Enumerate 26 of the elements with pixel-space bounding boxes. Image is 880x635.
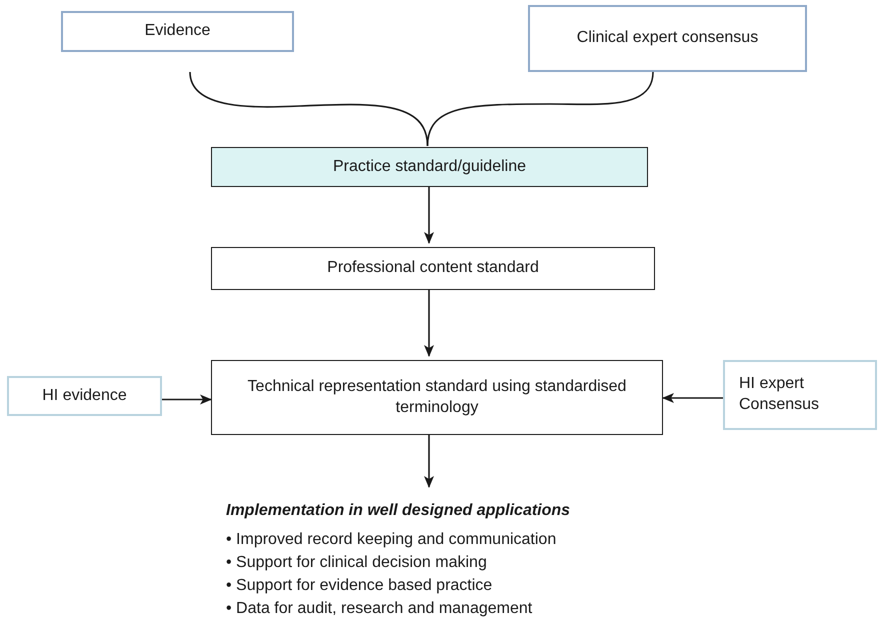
- box-label: Clinical expert consensus: [576, 28, 758, 48]
- brace: [426, 72, 654, 146]
- heading-text: Implementation in well designed applications: [226, 501, 570, 521]
- arrow: [424, 290, 434, 357]
- bullet-item: • Support for evidence based practice: [226, 576, 492, 596]
- arrow: [662, 393, 723, 403]
- source-box: [61, 11, 294, 52]
- bullet-item: • Data for audit, research and management: [226, 599, 532, 619]
- source-box: [7, 376, 162, 416]
- arrow: [424, 187, 434, 244]
- box-label: Professional content standard: [327, 258, 539, 278]
- process-box: [211, 247, 655, 290]
- bullet-item: • Support for clinical decision making: [226, 553, 487, 573]
- source-box: [528, 5, 807, 72]
- process-box: [211, 360, 663, 435]
- arrow: [424, 435, 434, 488]
- box-label: HI expert Consensus: [739, 374, 820, 415]
- arrow: [162, 394, 212, 404]
- box-label: Evidence: [144, 21, 210, 42]
- box-label: Technical representation standard using standardised terminology: [246, 376, 628, 418]
- bullet-item: • Improved record keeping and communication: [226, 530, 556, 550]
- box-label: HI evidence: [42, 386, 127, 406]
- brace: [189, 72, 428, 146]
- box-label: Practice standard/guideline: [332, 156, 526, 177]
- process-box: [211, 147, 648, 187]
- source-box: [723, 360, 877, 430]
